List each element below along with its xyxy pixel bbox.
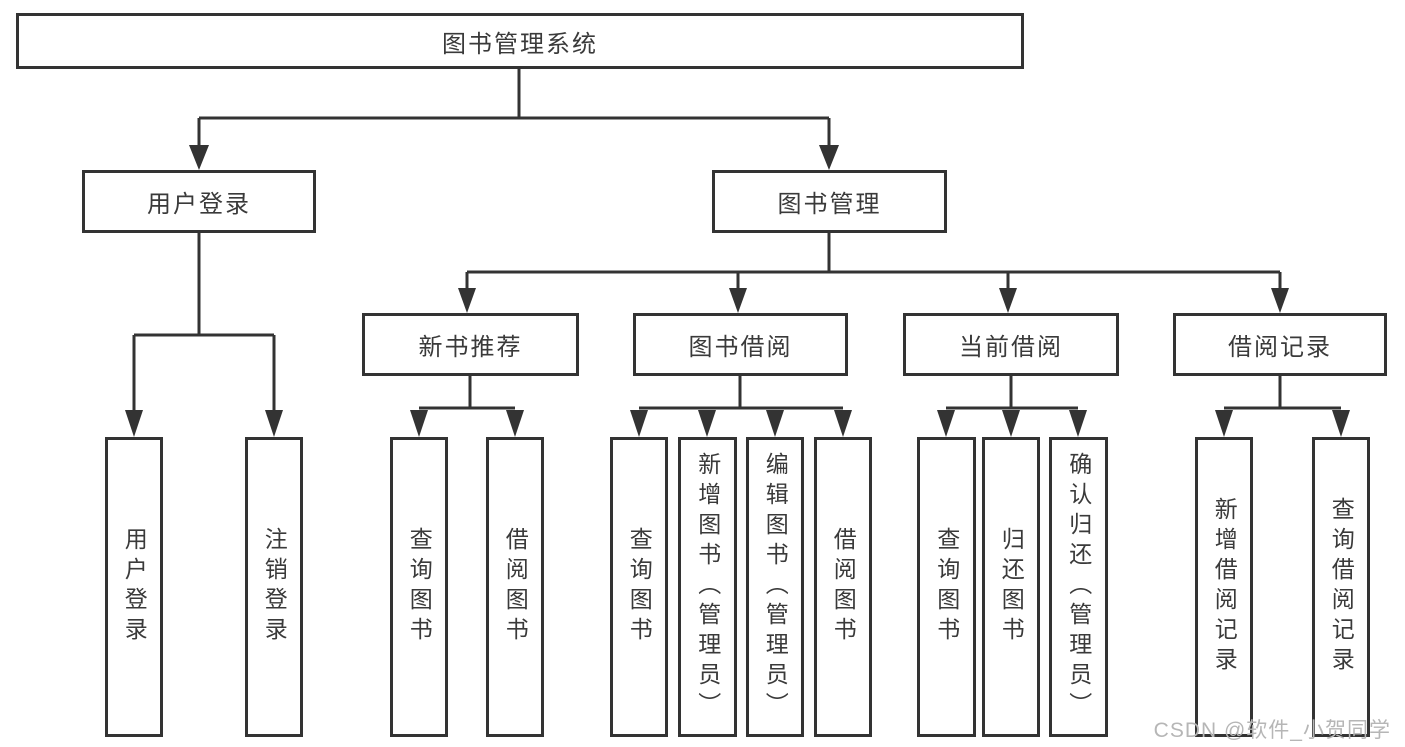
leaf-borrow-books-1: 借阅图书 [486,437,544,737]
leaf-label: 借阅图书 [830,527,857,647]
node-label: 图书管理系统 [442,30,598,58]
arrowhead [506,410,524,437]
arrowhead [1002,410,1020,437]
arrowhead [999,288,1017,313]
leaf-query-books-1: 查询图书 [390,437,448,737]
arrowhead [265,410,283,437]
leaf-query-books-2: 查询图书 [610,437,668,737]
leaf-query-books-3: 查询图书 [917,437,976,737]
arrowhead [729,288,747,313]
leaf-label: 查询图书 [626,527,653,647]
arrowhead [1215,410,1233,437]
leaf-label: 编辑图书（管理员） [762,452,789,722]
node-label: 新书推荐 [418,334,523,361]
leaf-query-borrow-record: 查询借阅记录 [1312,437,1370,737]
leaf-return-books: 归还图书 [982,437,1040,737]
arrowhead [189,145,209,170]
arrowhead [1332,410,1350,437]
leaf-logout: 注销登录 [245,437,303,737]
leaf-label: 新增图书（管理员） [694,452,721,722]
csdn-watermark: CSDN @软件_小贺同学 [1153,719,1391,742]
leaf-label: 注销登录 [261,527,288,647]
arrowhead [937,410,955,437]
arrowhead [766,410,784,437]
node-current-borrowing: 当前借阅 [903,313,1119,376]
arrowhead [630,410,648,437]
leaf-label: 用户登录 [121,527,148,647]
leaf-label: 查询图书 [406,527,433,647]
node-label: 图书借阅 [688,334,793,361]
arrowhead [125,410,143,437]
arrowhead [458,288,476,313]
node-new-book-recommend: 新书推荐 [362,313,579,376]
arrowhead [1069,410,1087,437]
node-user-login-module: 用户登录 [82,170,316,233]
leaf-label: 新增借阅记录 [1211,497,1238,677]
leaf-label: 查询图书 [933,527,960,647]
node-book-management-module: 图书管理 [712,170,947,233]
node-label: 图书管理 [777,191,882,218]
arrowhead [698,410,716,437]
node-root-system: 图书管理系统 [16,13,1024,69]
leaf-add-books-admin: 新增图书（管理员） [678,437,737,737]
leaf-add-borrow-record: 新增借阅记录 [1195,437,1253,737]
node-label: 当前借阅 [959,334,1063,361]
leaf-user-login: 用户登录 [105,437,163,737]
node-label: 用户登录 [147,191,251,218]
node-borrowing-records: 借阅记录 [1173,313,1387,376]
leaf-edit-books-admin: 编辑图书（管理员） [746,437,804,737]
leaf-borrow-books-2: 借阅图书 [814,437,872,737]
node-book-borrowing: 图书借阅 [633,313,848,376]
arrowhead [410,410,428,437]
leaf-label: 借阅图书 [502,527,529,647]
leaf-confirm-return-admin: 确认归还（管理员） [1049,437,1108,737]
node-label: 借阅记录 [1228,334,1332,361]
leaf-label: 归还图书 [998,527,1025,647]
leaf-label: 查询借阅记录 [1328,497,1355,677]
arrowhead [1271,288,1289,313]
arrowhead [819,145,839,170]
leaf-label: 确认归还（管理员） [1065,452,1092,722]
arrowhead [834,410,852,437]
